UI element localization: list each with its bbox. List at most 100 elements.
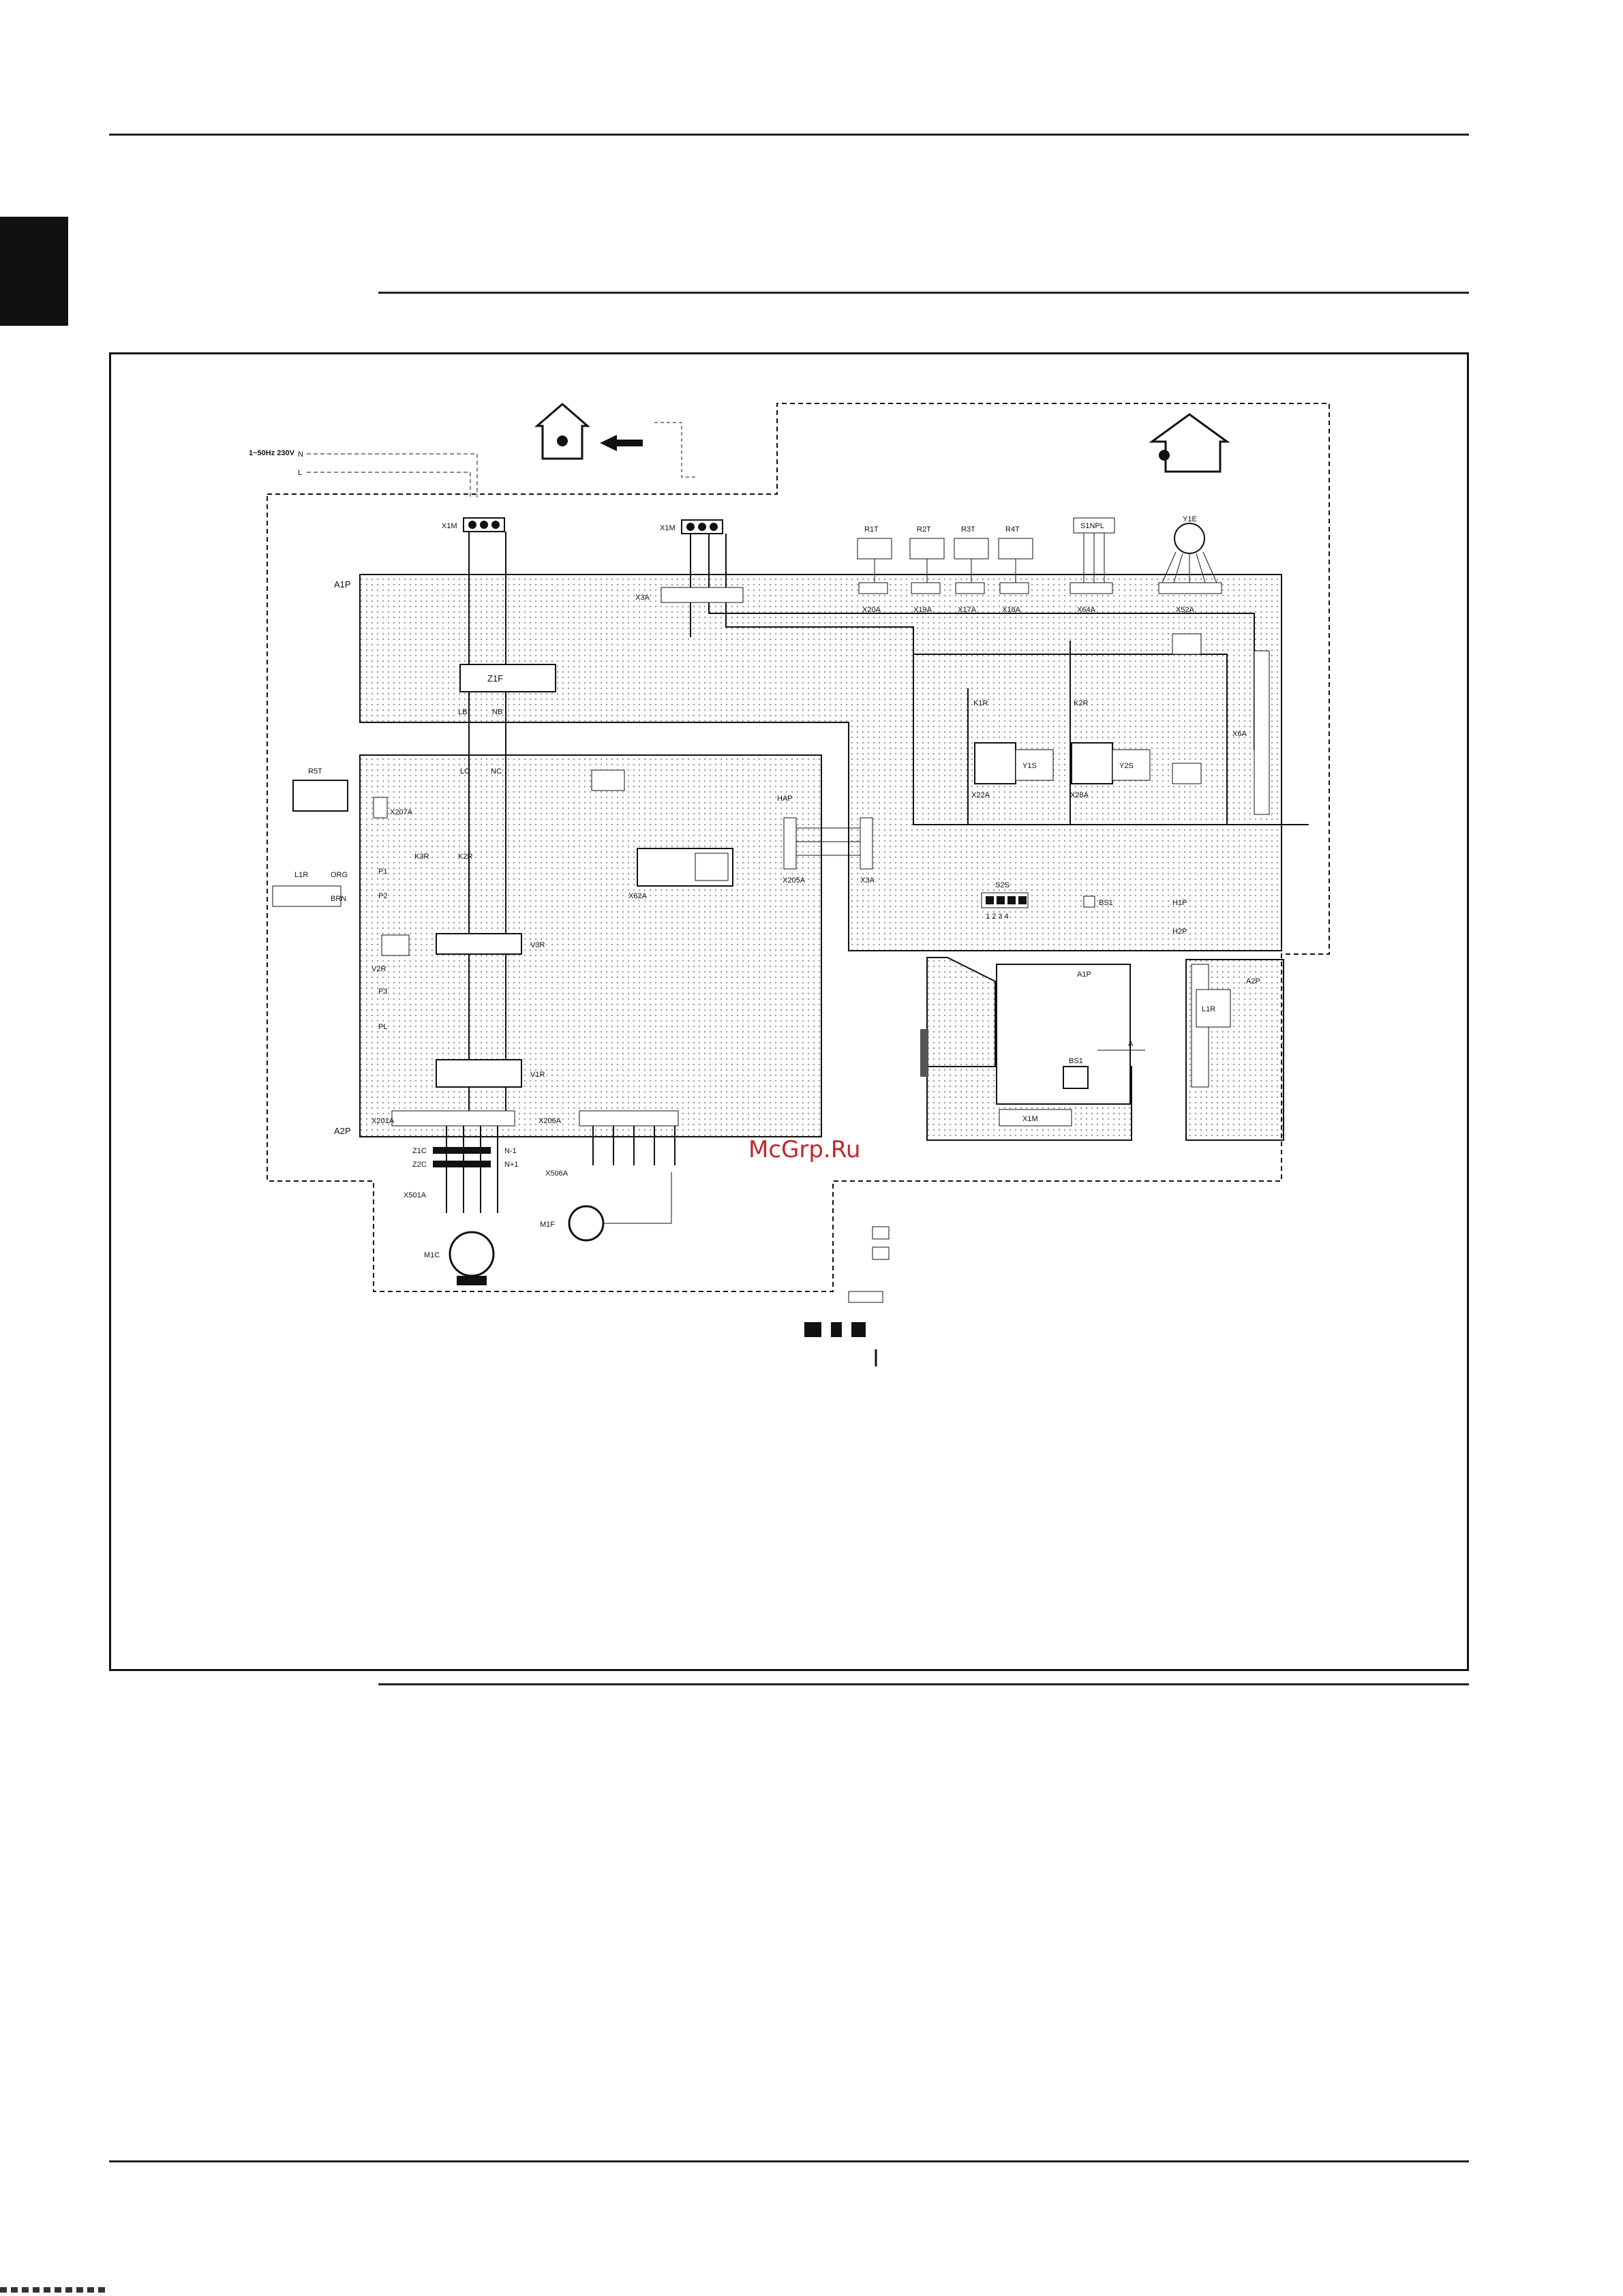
diagram-frame [109,352,1469,1671]
r4t-label: R4T [1005,525,1020,534]
fuse-icon [1172,633,1202,655]
sensor-r4t [998,538,1033,594]
n-1-label: N-1 [504,1147,517,1155]
p3-label: P3 [378,988,387,996]
x62a-module [637,848,733,887]
motor-icon [568,1172,672,1242]
n+1-label: N+1 [504,1161,519,1169]
l1r-coil [272,885,342,907]
k2r-label-right: K2R [1074,699,1088,707]
y1e-label: Y1E [1183,515,1197,523]
x1m-left-label: X1M [442,522,457,530]
sub-rule-top [378,292,1469,294]
motor-icon [1158,523,1222,594]
z1f-box [459,664,556,692]
v2r-part [381,934,410,956]
s2s-positions: 1 2 3 4 [986,913,1009,921]
r5t-sensor [292,780,388,818]
supply-n: N [298,450,303,459]
x3a-connector [860,817,873,870]
hap-label: HAP [777,795,793,803]
x3a-block [661,587,744,603]
fuse-icon [1172,763,1202,784]
x62a-label: X62A [628,892,648,900]
bottom-rule [109,2160,1469,2162]
section-tab [0,217,68,326]
z2c-label: Z2C [412,1161,427,1169]
relay-y2s [1071,742,1151,784]
lb-label: LB [458,708,467,716]
sensor-r2t [909,538,945,594]
x22a-label: X22A [971,791,990,799]
sensor-r1t [857,538,892,594]
nc-label: NC [491,767,502,776]
x205a-label: X205A [783,876,806,885]
supply-l: L [298,469,302,477]
nb-label: NB [492,708,502,716]
a1p-box-label: A1P [1077,970,1091,979]
k2r-label: K2R [458,853,472,861]
r1t-label: R1T [864,525,879,534]
board-a1p [359,574,1282,951]
m1c-label: M1C [424,1251,440,1259]
h2p-label: H2P [1172,928,1187,936]
x506a-label: X506A [545,1169,568,1178]
top-rule [109,134,1469,136]
x17a-label: X17A [958,606,977,614]
s1npl-label: S1NPL [1080,522,1104,530]
p2-label: P2 [378,892,387,900]
r3t-label: R3T [961,525,975,534]
a-arrow-label: A [1128,1040,1134,1048]
x6a-label: X6A [1232,730,1247,738]
p1-label: P1 [378,868,387,876]
footer-mark [0,2287,109,2293]
v1r-module [436,1059,522,1088]
house-icon [1149,413,1230,473]
x1m-right [681,519,723,534]
z1f-label: Z1F [487,673,503,684]
x501a-label: X501A [404,1191,427,1199]
x3a-label: X3A [635,594,650,602]
fuse-icon [591,769,625,791]
a1p-label: A1P [334,579,351,590]
lc-label: LC [460,767,470,776]
l1r-label: L1R [294,871,308,879]
x28a-label: X28A [1070,791,1089,799]
m1f-label: M1F [540,1221,555,1229]
x206a-connector [579,1110,679,1127]
x1m-left [463,517,505,532]
motor-icon [449,1231,495,1285]
enclosure-outline [267,403,1330,1292]
a2p-box-label: A2P [1246,977,1260,985]
watermark: McGrp.Ru [748,1136,860,1163]
x3a-label-side: X3A [860,876,875,885]
supply-spec: 1~50Hz 230V [249,449,295,457]
x20a-label: X20A [862,606,881,614]
x206a-label: X206A [539,1117,562,1125]
a2p-box [1185,959,1284,1141]
sensor-s1npl [1070,517,1115,594]
h1p-label: H1P [1172,899,1187,907]
legend-symbols [804,1226,890,1366]
ferrite-cores [433,1147,491,1167]
x207a-label: X207A [390,808,413,816]
x201a-connector [391,1110,515,1127]
a2p-label: A2P [334,1126,351,1136]
k1r-label: K1R [973,699,988,707]
v3r-label: V3R [530,941,545,949]
x1m-right-label: X1M [660,524,676,532]
bs1-button [1083,896,1095,908]
k3r-label: K3R [414,853,429,861]
bs1-label: BS1 [1099,899,1113,907]
sub-rule-bottom [378,1683,1469,1685]
x64a-label: X64A [1077,606,1096,614]
v1r-label: V1R [530,1071,545,1079]
relay-y1s [974,742,1054,784]
org-label: ORG [331,871,348,879]
r5t-label: R5T [308,767,322,776]
x18a-label: X18A [1002,606,1021,614]
connector-row [857,517,1222,594]
l1r-box-label: L1R [1202,1005,1215,1013]
x6a-connector [1254,650,1270,815]
